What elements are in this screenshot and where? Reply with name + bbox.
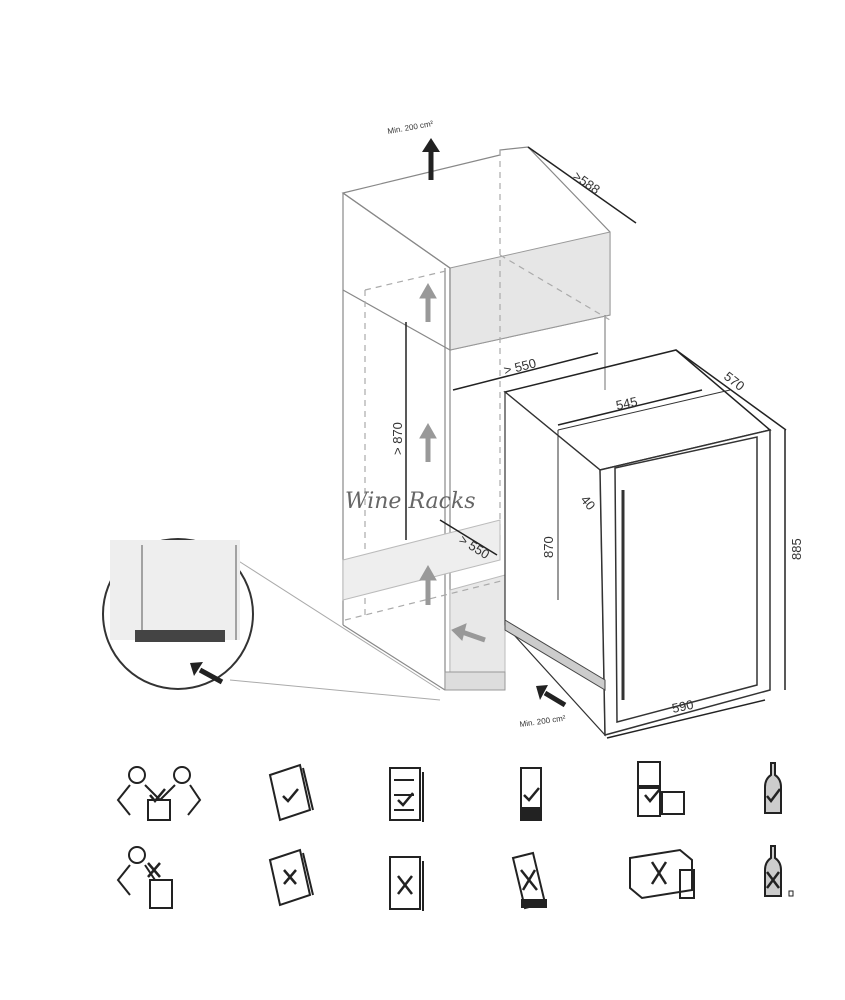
stacked-cabinets-check-icon bbox=[637, 761, 685, 817]
tilted-appliance-x-icon bbox=[511, 851, 547, 910]
two-person-lift-check-icon bbox=[116, 766, 202, 821]
vent-top-label: Min. 200 cm² bbox=[387, 119, 434, 136]
ventilation-grille-detail bbox=[102, 538, 441, 701]
dim-appliance-width: 590 bbox=[671, 697, 695, 716]
dim-niche-width-top: > 550 bbox=[502, 355, 538, 378]
cabinet-install-x-icon bbox=[629, 848, 695, 900]
airflow-arrows bbox=[419, 138, 567, 708]
dimension-lines bbox=[405, 146, 787, 739]
manual-check-icon bbox=[268, 763, 314, 822]
upright-appliance-check-icon bbox=[520, 767, 542, 821]
manual-x-icon bbox=[268, 848, 314, 907]
vent-bottom-label: Min. 200 cm² bbox=[519, 714, 566, 729]
dim-appliance-body-height: 870 bbox=[541, 536, 556, 558]
bottle-x-icon bbox=[764, 845, 794, 897]
dim-niche-height: > 870 bbox=[390, 422, 405, 455]
niche-cabinet bbox=[341, 146, 611, 691]
shelf-loading-check-icon bbox=[389, 767, 424, 822]
dim-niche-depth: >588 bbox=[570, 168, 603, 197]
shelf-loading-x-icon bbox=[389, 856, 424, 911]
wine-cooler-appliance bbox=[503, 349, 772, 737]
dim-appliance-depth: 570 bbox=[721, 369, 747, 394]
dim-appliance-inner-width: 545 bbox=[615, 394, 639, 413]
one-person-lift-x-icon bbox=[116, 846, 173, 909]
dim-appliance-total-height: 885 bbox=[789, 538, 804, 560]
bottle-check-icon bbox=[764, 762, 782, 814]
watermark: Wine Racks bbox=[345, 489, 476, 514]
